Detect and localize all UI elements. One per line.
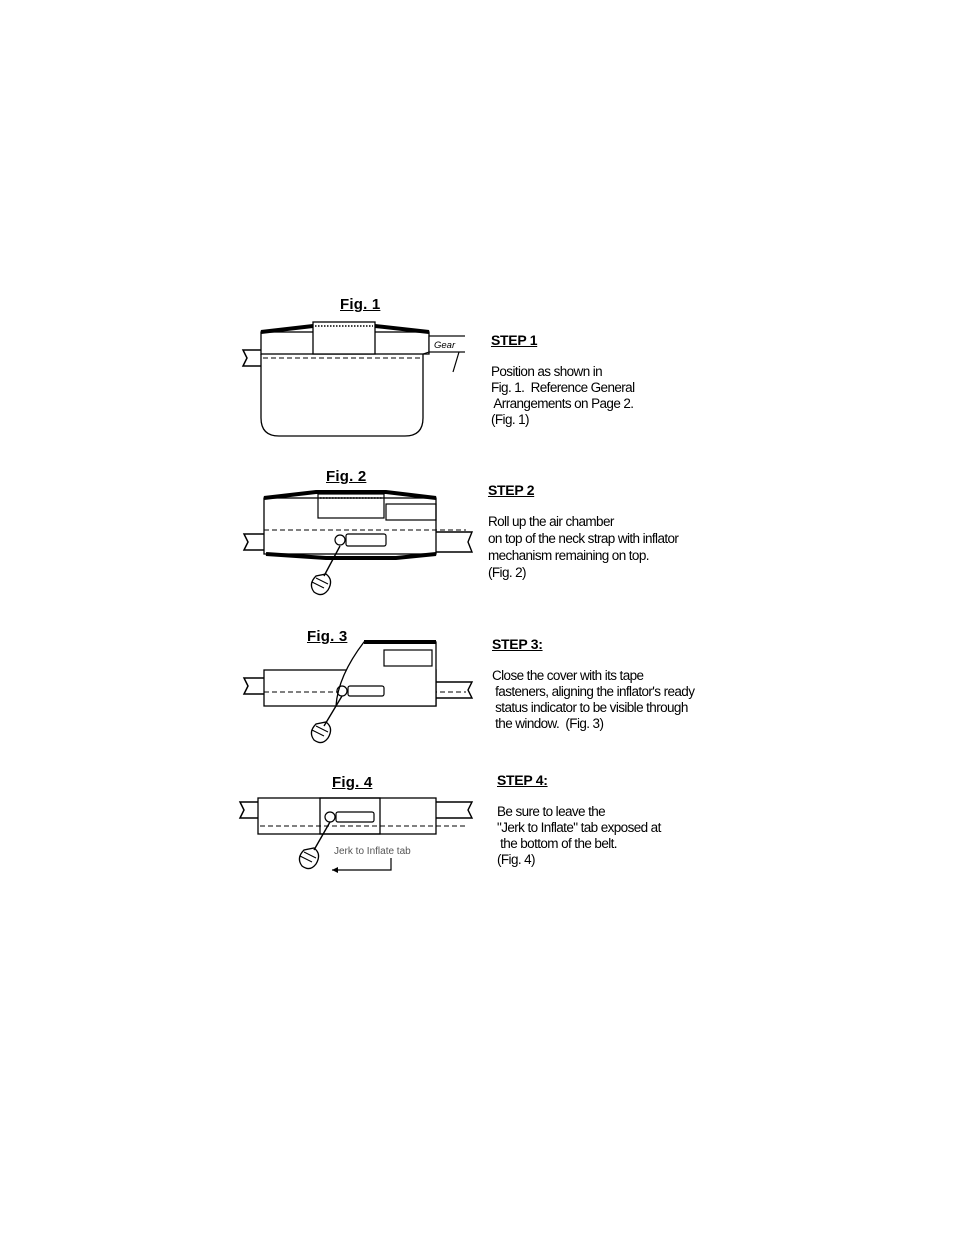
step-3-heading: STEP 3:: [492, 636, 543, 652]
step-2-line-2: on top of the neck strap with inflator: [488, 531, 679, 546]
step-4-line-4: (Fig. 4): [497, 852, 536, 867]
step-1-line-1: Position as shown in: [491, 364, 603, 379]
fig-3-drawing: [242, 640, 474, 744]
step-4-line-2: "Jerk to Inflate" tab exposed at: [497, 820, 661, 835]
step-4-line-3: the bottom of the belt.: [497, 836, 617, 851]
fig-1-drawing: Gear: [241, 321, 465, 437]
step-3-line-1: Close the cover with its tape: [492, 668, 644, 683]
step-3-line-4: the window. (Fig. 3): [492, 716, 604, 731]
step-4-line-1: Be sure to leave the: [497, 804, 606, 819]
step-3-line-2: fasteners, aligning the inflator's ready: [492, 684, 695, 699]
step-1-line-2: Fig. 1. Reference General: [491, 380, 635, 395]
step-1-heading: STEP 1: [491, 332, 538, 348]
fig-4-drawing: Jerk to Inflate tab: [238, 797, 474, 873]
step-2-line-4: (Fig. 2): [488, 565, 527, 580]
step-2-heading: STEP 2: [488, 482, 535, 498]
fig-1-gear-tag: Gear: [434, 340, 456, 351]
step-1-line-4: (Fig. 1): [491, 412, 530, 427]
fig-1-label: Fig. 1: [340, 296, 381, 313]
fig-2-label: Fig. 2: [326, 468, 367, 485]
fig-4-tab-label: Jerk to Inflate tab: [334, 846, 411, 857]
step-1-line-3: Arrangements on Page 2.: [491, 396, 634, 411]
step-2-line-3: mechanism remaining on top.: [488, 548, 649, 563]
fig-4-label: Fig. 4: [332, 774, 373, 791]
step-3-line-3: status indicator to be visible through: [492, 700, 688, 715]
step-2-line-1: Roll up the air chamber: [488, 514, 614, 529]
fig-3-label: Fig. 3: [307, 628, 348, 645]
fig-2-drawing: [242, 490, 474, 596]
step-4-heading: STEP 4:: [497, 772, 548, 788]
